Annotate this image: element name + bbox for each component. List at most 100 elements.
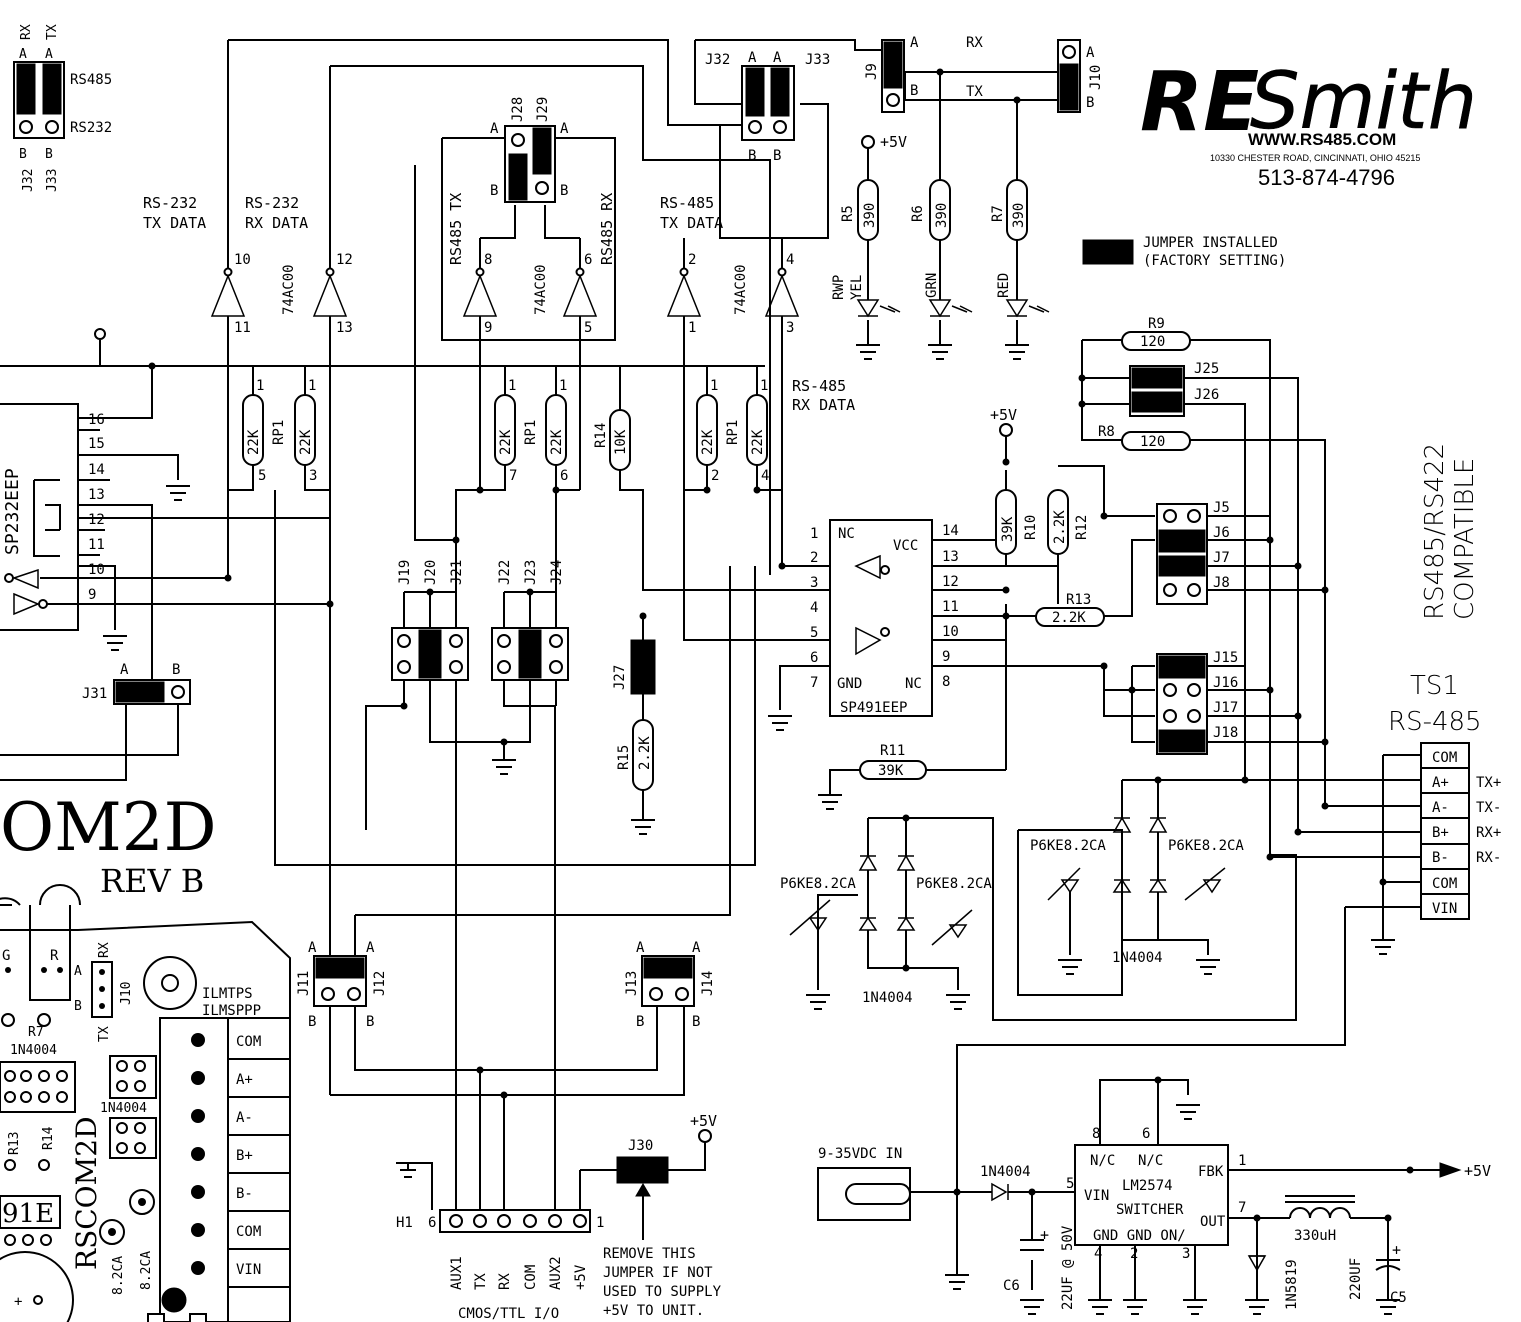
rs232-label: RS232	[70, 120, 112, 136]
j29-label: J29	[535, 97, 551, 122]
legend-line1: JUMPER INSTALLED	[1143, 235, 1278, 251]
gate-pin-13: 13	[336, 320, 353, 336]
reg-pin2: 2	[1130, 1246, 1138, 1262]
gate-pin-3: 3	[786, 320, 794, 336]
j22-label: J22	[497, 560, 513, 585]
ts1-rx-minus: RX-	[1476, 850, 1501, 866]
sp491-pin5: 5	[810, 625, 818, 641]
jumper-j15-j18: J15 J16 J17 J18	[1156, 650, 1238, 755]
j18-label: J18	[1213, 725, 1238, 741]
rs485-rx-vertical: RS485 RX	[598, 193, 616, 265]
sp232-pin11: 11	[88, 537, 105, 553]
j28-label: J28	[510, 97, 526, 122]
rp1-resistors: 22K 1 5 RP1 22K 1 3 22K 1 7 RP1 22K 1 6 …	[242, 378, 769, 484]
rect-label-2: 1N4004	[862, 990, 913, 1006]
logo-phone: 513-874-4796	[1258, 165, 1395, 190]
reg-name: LM2574	[1122, 1178, 1173, 1194]
gate-pin-1: 1	[688, 320, 696, 336]
rp1-pin1: 1	[760, 378, 768, 394]
sp491-pin13: 13	[942, 549, 959, 565]
j10-a: A	[1086, 45, 1095, 61]
j31-b: B	[172, 662, 180, 678]
b-label: B	[19, 147, 27, 162]
logo-smith: Smith	[1250, 57, 1477, 147]
sp491-pin12: 12	[942, 574, 959, 590]
j30-note-3: USED TO SUPPLY	[603, 1284, 722, 1300]
rect-label-1: 1N4004	[1112, 950, 1163, 966]
r9-value: 120	[1140, 334, 1165, 350]
sp232-pin13: 13	[88, 487, 105, 503]
ic-sp491eep: NC VCC GND NC SP491EEP 1 2 3 4 5 6 7 14 …	[768, 519, 959, 731]
rp1-pin5: 5	[258, 468, 266, 484]
b-label: B	[45, 147, 53, 162]
ts1-title: TS1	[1410, 671, 1459, 701]
power-supply: 9-35VDC IN 1N4004 + C6 22UF @ 50V 8 6 5 …	[817, 1104, 1491, 1315]
board-name: OM2D	[0, 789, 217, 866]
sp232-pin10: 10	[88, 562, 105, 578]
silk-term-com-1: COM	[236, 1034, 261, 1050]
reg-pin6: 6	[1142, 1126, 1150, 1142]
j31-label: J31	[82, 686, 107, 702]
j30-5v-label: +5V	[690, 1112, 717, 1130]
ts1-vin: VIN	[1432, 901, 1457, 917]
junctions	[148, 68, 1414, 1222]
silk-term-a-plus: A+	[236, 1072, 253, 1088]
r6-label: R6	[910, 205, 926, 222]
tvs-label-3: P6KE8.2CA	[780, 876, 856, 892]
silk-r7: R7	[28, 1025, 44, 1040]
j6-label: J6	[1213, 525, 1230, 541]
reg-pin4: 4	[1094, 1246, 1102, 1262]
j12-label: J12	[372, 971, 388, 996]
h1-aux1: AUX1	[449, 1256, 465, 1290]
sp491-name: SP491EEP	[840, 700, 907, 716]
j12-b: B	[366, 1014, 374, 1030]
r7-value: 390	[1011, 203, 1027, 228]
reg-out: OUT	[1200, 1214, 1226, 1230]
j32-a: A	[748, 50, 757, 66]
j23-label: J23	[523, 560, 539, 585]
j31-a: A	[120, 662, 129, 678]
silk-r13: R13	[7, 1132, 22, 1155]
j32-b: B	[748, 148, 756, 164]
silk-tx: TX	[97, 1026, 112, 1042]
sp232-name: SP232EEP	[2, 468, 23, 555]
reg-nc1: N/C	[1090, 1153, 1115, 1169]
compat-line2: COMPATIBLE	[1450, 458, 1480, 620]
jumper-j30: J30 +5V REMOVE THIS JUMPER IF NOT USED T…	[603, 1112, 722, 1319]
r7-label: R7	[990, 205, 1006, 222]
j28-a: A	[490, 121, 499, 137]
j10-b: B	[1086, 95, 1094, 111]
sp491-gnd: GND	[837, 676, 862, 692]
sp491-nc-left: NC	[838, 526, 855, 542]
sp491-pin14: 14	[942, 523, 959, 539]
j32-label: J32	[21, 169, 36, 192]
rp1-pin3: 3	[309, 468, 317, 484]
j5-label: J5	[1213, 500, 1230, 516]
c6-plus: +	[1040, 1226, 1049, 1244]
rs485-tx-l2: TX DATA	[660, 214, 723, 232]
led-rwp-label: RWP	[831, 275, 847, 300]
out-5v-label: +5V	[1464, 1162, 1491, 1180]
j33-b: B	[773, 148, 781, 164]
c5-plus: +	[1392, 1241, 1401, 1259]
sp491-pin3: 3	[810, 575, 818, 591]
j27-label: J27	[612, 665, 628, 690]
r13-value: 2.2K	[1052, 610, 1086, 626]
silk-ilmtps: ILMTPS	[202, 986, 253, 1002]
gate-pin-9: 9	[484, 320, 492, 336]
jumper-j31: J31 A B	[82, 662, 191, 705]
rp1-pin1: 1	[559, 378, 567, 394]
h1-pin1: 1	[596, 1215, 604, 1231]
r10-label: R10	[1023, 515, 1039, 540]
j9-a: A	[910, 35, 919, 51]
rp1-label: RP1	[523, 420, 539, 445]
silk-j10: J10	[119, 982, 134, 1005]
j11-label: J11	[296, 971, 312, 996]
gate-part-label: 74AC00	[733, 264, 749, 315]
terminal-ts1: TS1 RS-485 COM A+ A- B+ B- COM VIN TX+ T…	[1371, 671, 1501, 955]
tx-label: TX	[45, 24, 60, 40]
gate-pin-6: 6	[584, 252, 592, 268]
r14-value: 10K	[613, 429, 629, 455]
led-section: +5V 390 R5 390 R6 390 R7 RWP YEL GRN RED	[831, 133, 1050, 360]
